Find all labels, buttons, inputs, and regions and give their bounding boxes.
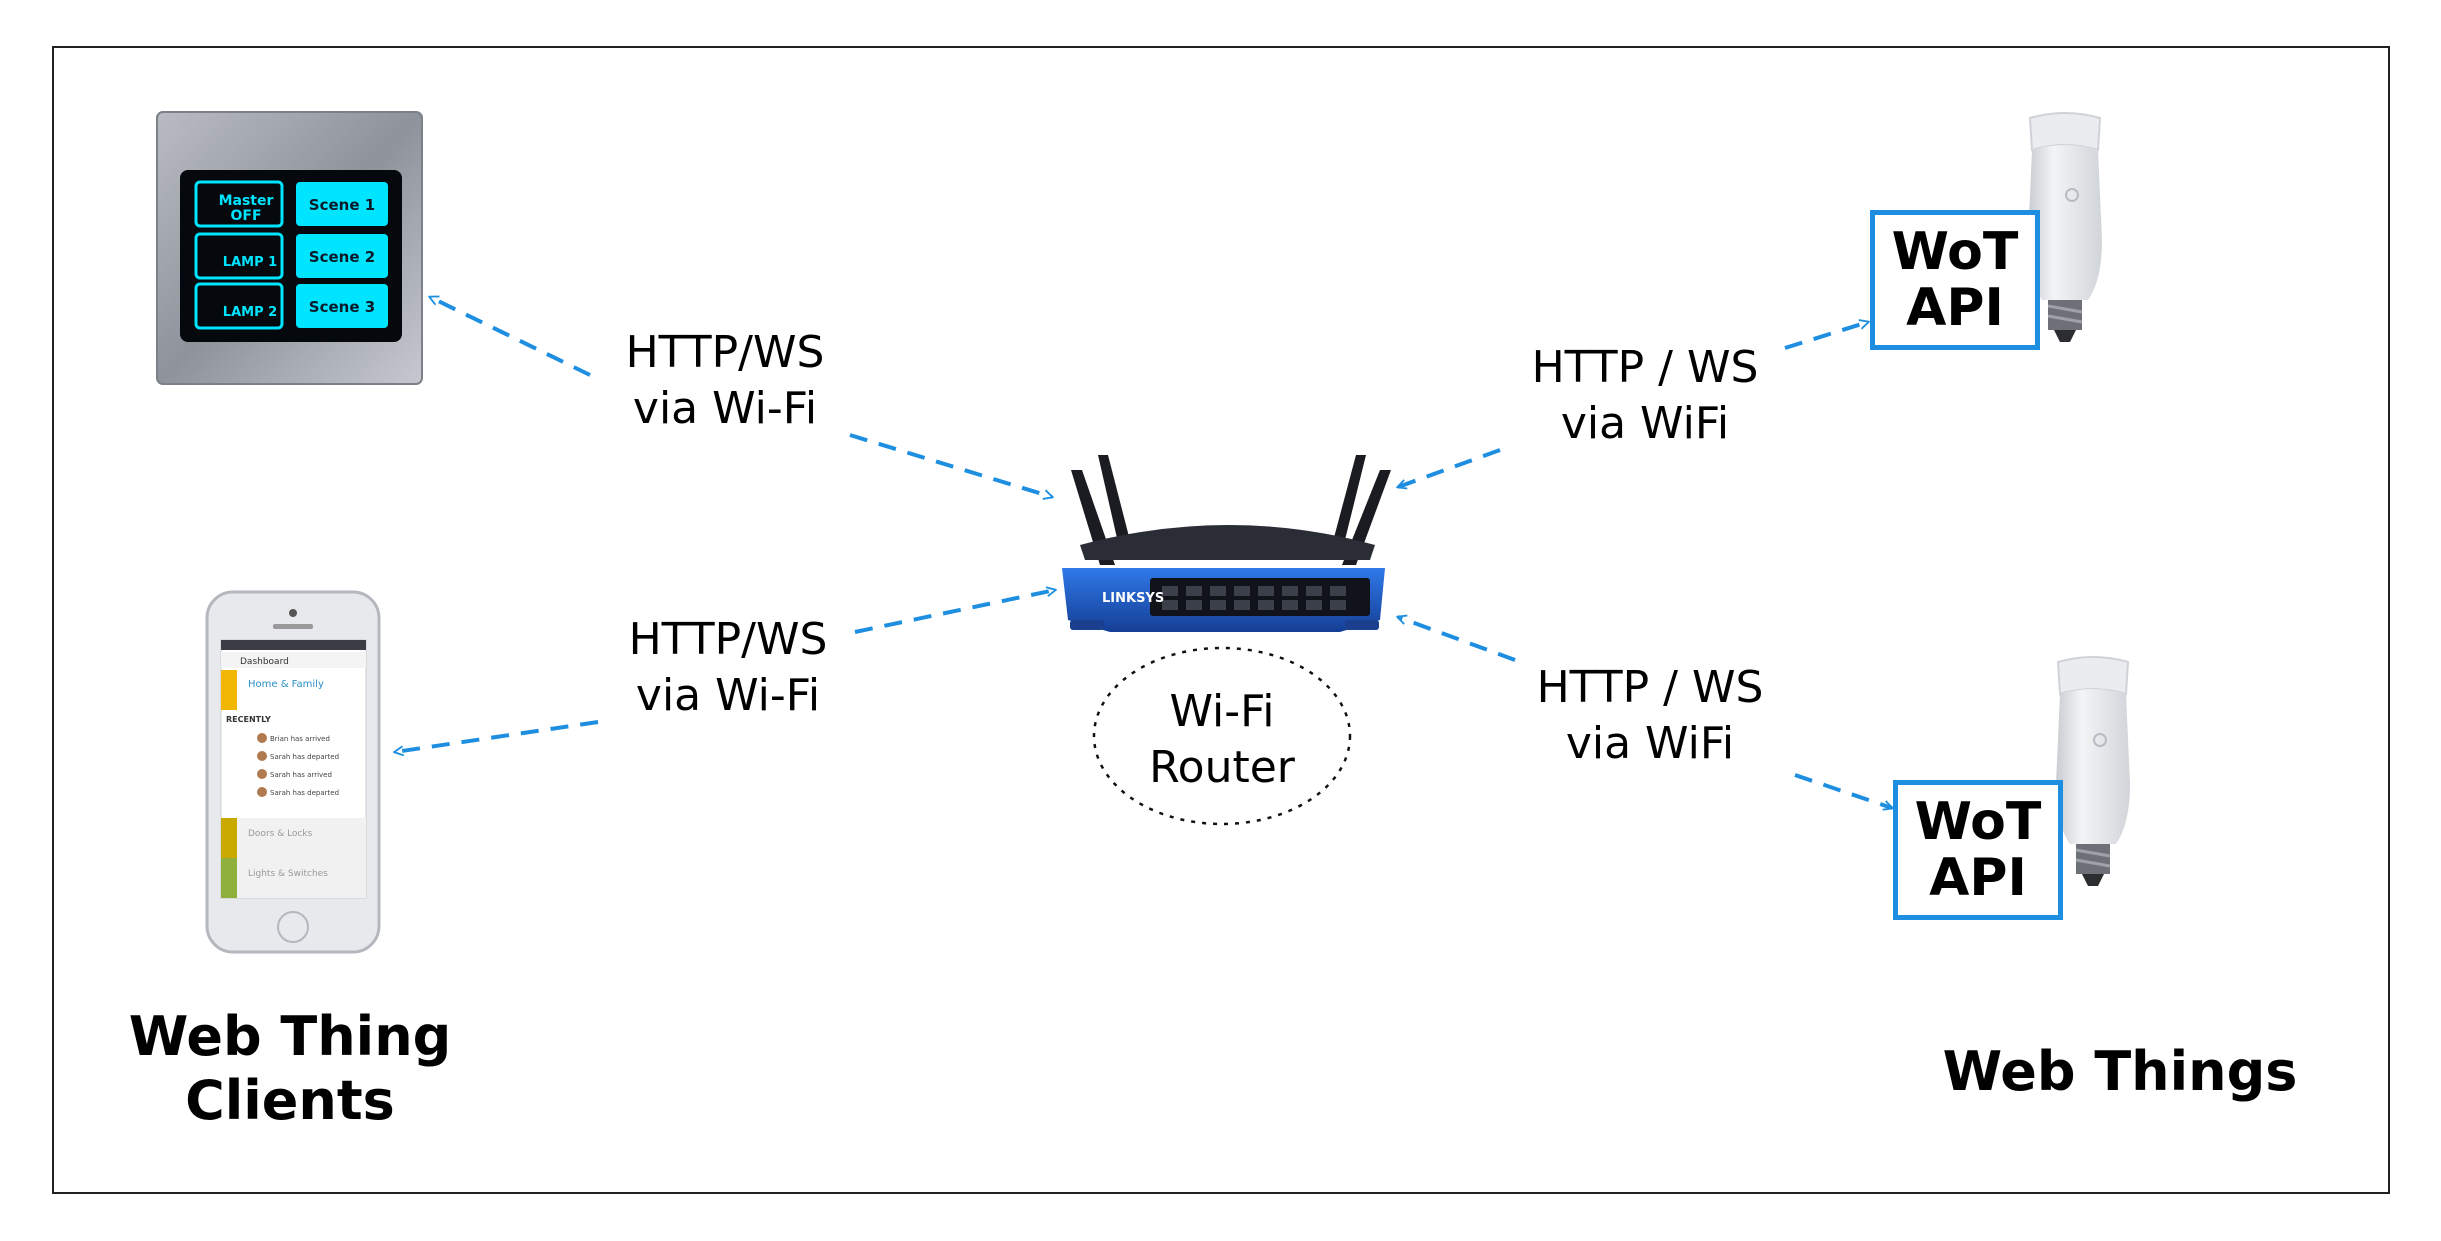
arrow-to-bottom-bulb [1794, 773, 1892, 808]
panel-master-line2: OFF [230, 208, 261, 224]
phone-card-doors: Doors & Locks [248, 829, 313, 839]
panel-lamp1: LAMP 1 [223, 255, 277, 270]
smartphone: Dashboard Home & Family RECENTLY Brian h… [205, 590, 381, 954]
arrow-label-to-router-br [1398, 617, 1516, 662]
arrow-label-to-router-tr [1398, 448, 1501, 487]
arrow-router-to-phone [395, 720, 599, 752]
wifi-router: LINKSYS [1062, 455, 1391, 632]
smart-bulb-bottom [2056, 656, 2130, 886]
phone-header: Dashboard [240, 657, 289, 667]
panel-lamp2: LAMP 2 [223, 305, 277, 320]
link-label-bottom-right: HTTP / WS via WiFi [1536, 662, 1764, 769]
arrow-label-to-router-tl [849, 433, 1052, 497]
group-title-things: Web Things [1942, 1040, 2298, 1103]
smart-bulb-top [2028, 112, 2102, 342]
phone-card-lights: Lights & Switches [248, 869, 328, 879]
phone-group: Home & Family [248, 679, 324, 690]
phone-row-2: Sarah has departed [270, 753, 339, 761]
panel-master-line1: Master [219, 193, 274, 209]
panel-scene1: Scene 1 [309, 196, 375, 214]
arrow-label-to-router-bl [854, 590, 1055, 634]
router-brand: LINKSYS [1102, 591, 1164, 606]
phone-row-1: Brian has arrived [270, 735, 330, 743]
phone-recently: RECENTLY [226, 715, 271, 724]
wall-panel: Master OFF LAMP 1 LAMP 2 Scene 1 Scene 2… [156, 111, 423, 385]
group-title-clients: Web Thing Clients [128, 1005, 452, 1132]
wot-api-box-bottom: WoT API [1893, 780, 2063, 920]
wot-api-box-top: WoT API [1870, 210, 2040, 350]
link-label-top-right: HTTP / WS via WiFi [1531, 342, 1759, 449]
diagram-frame [52, 46, 2390, 1194]
link-label-bottom-left: HTTP/WS via Wi-Fi [628, 614, 828, 721]
phone-row-3: Sarah has arrived [270, 771, 332, 779]
router-label-ellipse [1092, 646, 1352, 826]
router-label: Wi-Fi Router [1149, 686, 1295, 793]
panel-scene2: Scene 2 [309, 248, 375, 266]
link-arrows [395, 295, 1892, 808]
link-label-top-left: HTTP/WS via Wi-Fi [625, 327, 825, 434]
phone-row-4: Sarah has departed [270, 789, 339, 797]
panel-scene3: Scene 3 [309, 298, 375, 316]
arrow-to-top-bulb [1784, 322, 1868, 350]
